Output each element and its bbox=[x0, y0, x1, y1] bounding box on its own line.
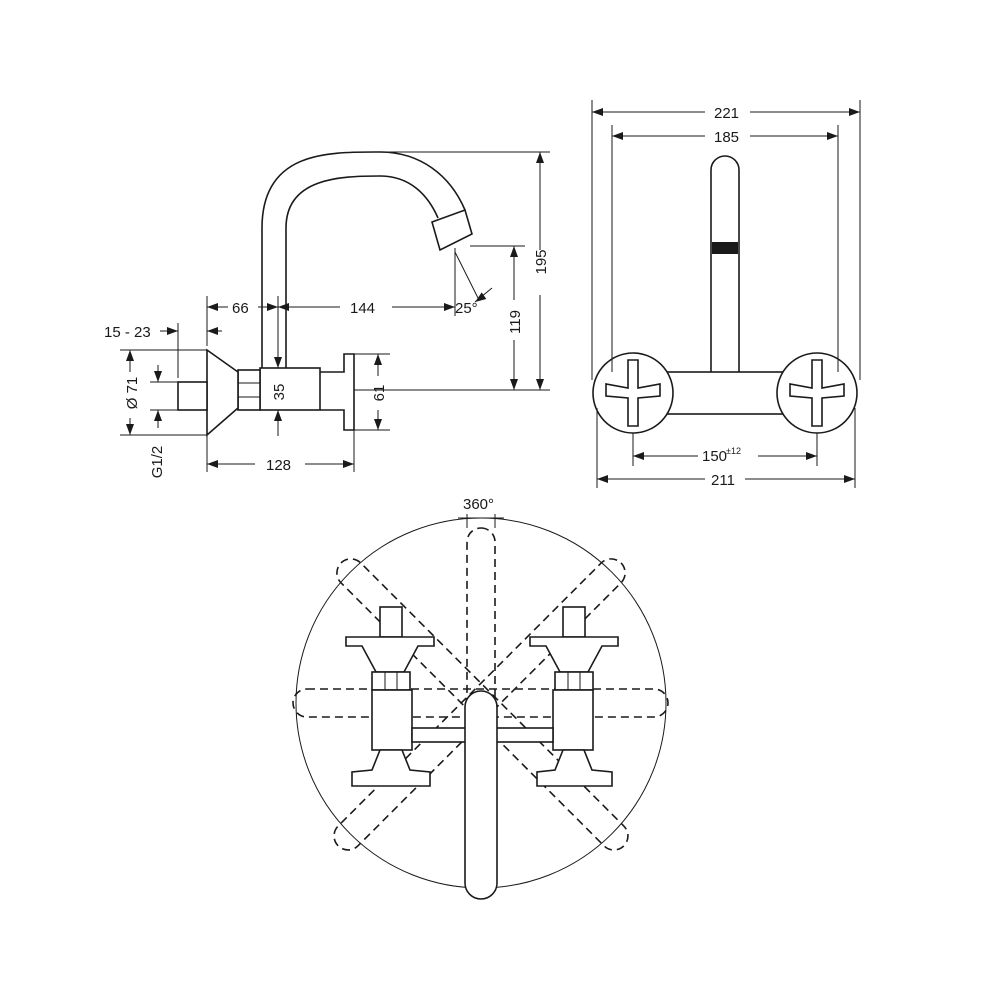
right-handle-top bbox=[536, 749, 613, 787]
dim-150-label: 150 bbox=[702, 448, 727, 465]
dim-221-label: 221 bbox=[714, 105, 739, 122]
dim-25deg-label: 25° bbox=[455, 300, 478, 317]
right-valve-top bbox=[529, 606, 619, 787]
spout-vertical bbox=[710, 155, 740, 372]
valve-handle bbox=[320, 353, 355, 431]
dim-15-23-label: 15 - 23 bbox=[104, 324, 151, 341]
left-cross-handle bbox=[605, 359, 661, 427]
dim-185-label: 185 bbox=[714, 129, 739, 146]
dim-g12-label: G1/2 bbox=[149, 446, 166, 479]
side-view: 15 - 23 66 144 25° 195 119 bbox=[104, 151, 550, 479]
dim-119-label: 119 bbox=[507, 310, 524, 334]
right-flange-top bbox=[529, 636, 619, 673]
spout-outer bbox=[261, 151, 466, 368]
dim-211-label: 211 bbox=[711, 472, 735, 489]
dim-61-label: 61 bbox=[371, 385, 388, 402]
spout-tip bbox=[431, 208, 473, 252]
wall-flange bbox=[206, 348, 239, 437]
left-valve-body bbox=[371, 689, 413, 751]
hex-nut bbox=[237, 369, 261, 411]
swing-diagonal-2 bbox=[336, 558, 629, 851]
right-valve-body bbox=[552, 689, 594, 751]
dim-360-label: 360° bbox=[463, 496, 494, 513]
dim-dia71-label: Ø 71 bbox=[124, 377, 141, 410]
spout-top-solid bbox=[464, 690, 498, 900]
swing-diagonal-1 bbox=[333, 558, 626, 851]
left-inlet bbox=[379, 606, 403, 638]
dim-66-label: 66 bbox=[232, 300, 249, 317]
dim-128-label: 128 bbox=[266, 457, 291, 474]
left-valve-top bbox=[345, 606, 435, 787]
dim-195-label: 195 bbox=[533, 249, 550, 274]
left-nut-top bbox=[371, 671, 411, 691]
spout-inner bbox=[285, 175, 439, 368]
inlet-pipe bbox=[177, 381, 208, 411]
dim-150-tolerance: ±12 bbox=[726, 446, 741, 456]
aerator bbox=[712, 242, 738, 254]
left-handle-top bbox=[351, 749, 431, 787]
dim-35-label: 35 bbox=[271, 384, 288, 401]
valve-body bbox=[259, 367, 321, 411]
right-nut-top bbox=[554, 671, 594, 691]
top-view: 360° bbox=[292, 496, 669, 900]
dim-144-label: 144 bbox=[350, 300, 375, 317]
right-cross-handle bbox=[789, 359, 845, 427]
right-inlet bbox=[562, 606, 586, 638]
front-view: 221 185 150 ±12 211 bbox=[591, 100, 861, 489]
left-flange-top bbox=[345, 636, 435, 673]
